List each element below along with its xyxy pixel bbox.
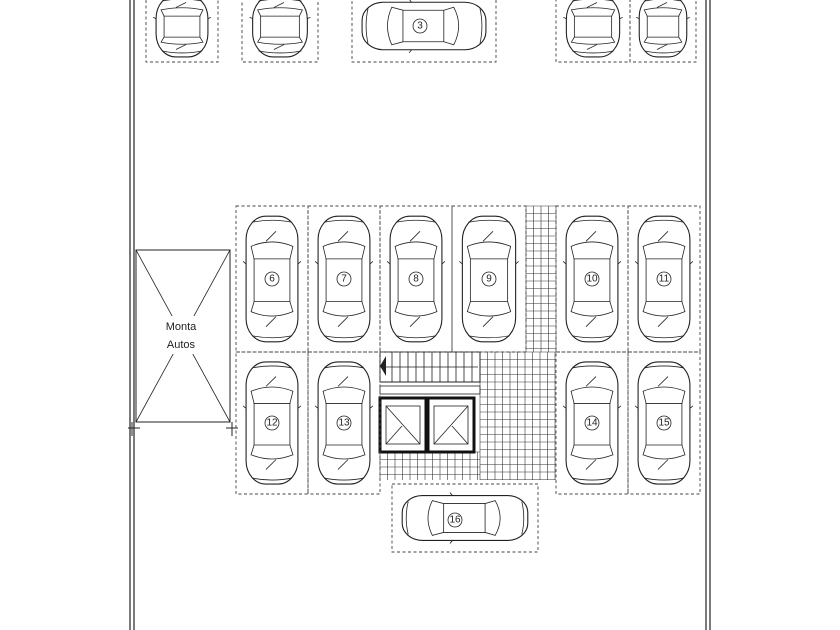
parking-stall: 12 [235,351,309,495]
outer-walls [129,0,711,630]
parking-stall: 9 [451,205,527,353]
stall-number: 15 [658,418,670,429]
stall-number-badge [584,271,600,287]
car-lift-label-line2: Autos [167,339,196,351]
parking-stall: 7 [307,205,381,353]
elevator-right [426,396,476,454]
stall-number-badge [447,512,463,528]
parking-stall: 3 [351,0,497,63]
stall-number-badge [264,415,280,431]
elevator-left [378,396,428,454]
stall-number-badge [336,415,352,431]
stall-outline [241,0,319,63]
stall-outline [627,351,701,495]
parking-stall: 16 [391,483,539,553]
car-icon [401,492,529,544]
stall-number: 7 [341,274,347,285]
stall-number-badge [481,271,497,287]
stall-outline [379,205,453,353]
parking-stall [555,0,631,63]
car-icon [152,0,212,58]
stall-outline [351,0,497,63]
parking-stall [241,0,319,63]
stall-outline [629,0,697,63]
parking-stall: 13 [307,351,381,495]
stall-number: 6 [269,274,275,285]
stall-number-badge [408,271,424,287]
stall-outline [555,0,631,63]
car-icon [636,0,690,58]
stall-number: 3 [417,21,423,32]
stall-number-badge [656,271,672,287]
stall-number: 11 [659,274,670,285]
parking-stall [629,0,697,63]
stairway [379,351,481,383]
parking-stall [145,0,219,63]
parking-stall: 11 [627,205,701,353]
stall-number: 16 [449,515,461,526]
stall-number-badge [584,415,600,431]
stall-number: 13 [338,418,350,429]
stall-number-badge [336,271,352,287]
parking-stall: 6 [235,205,309,353]
stall-outline [555,351,629,495]
parking-stalls: 3 6 7 8 9 10 11 12 13 14 15 16 [145,0,701,553]
stall-number: 12 [266,418,278,429]
car-lift: Monta Autos [128,249,238,436]
car-icon [563,0,623,58]
stall-number-badge [264,271,280,287]
stall-outline [391,483,539,553]
stall-number: 10 [586,274,598,285]
parking-stall: 15 [627,351,701,495]
stall-number-badge [412,18,428,34]
stall-outline [235,351,309,495]
stall-number: 14 [586,418,598,429]
car-lift-label-line1: Monta [166,321,197,333]
stall-outline [307,351,381,495]
stall-number: 9 [486,274,492,285]
parking-stall: 10 [555,205,629,353]
stall-number-badge [656,415,672,431]
parking-stall: 14 [555,351,629,495]
stall-number: 8 [413,274,419,285]
parking-stall: 8 [379,205,453,353]
car-icon [249,0,311,58]
tiled-floor-area [379,205,557,480]
